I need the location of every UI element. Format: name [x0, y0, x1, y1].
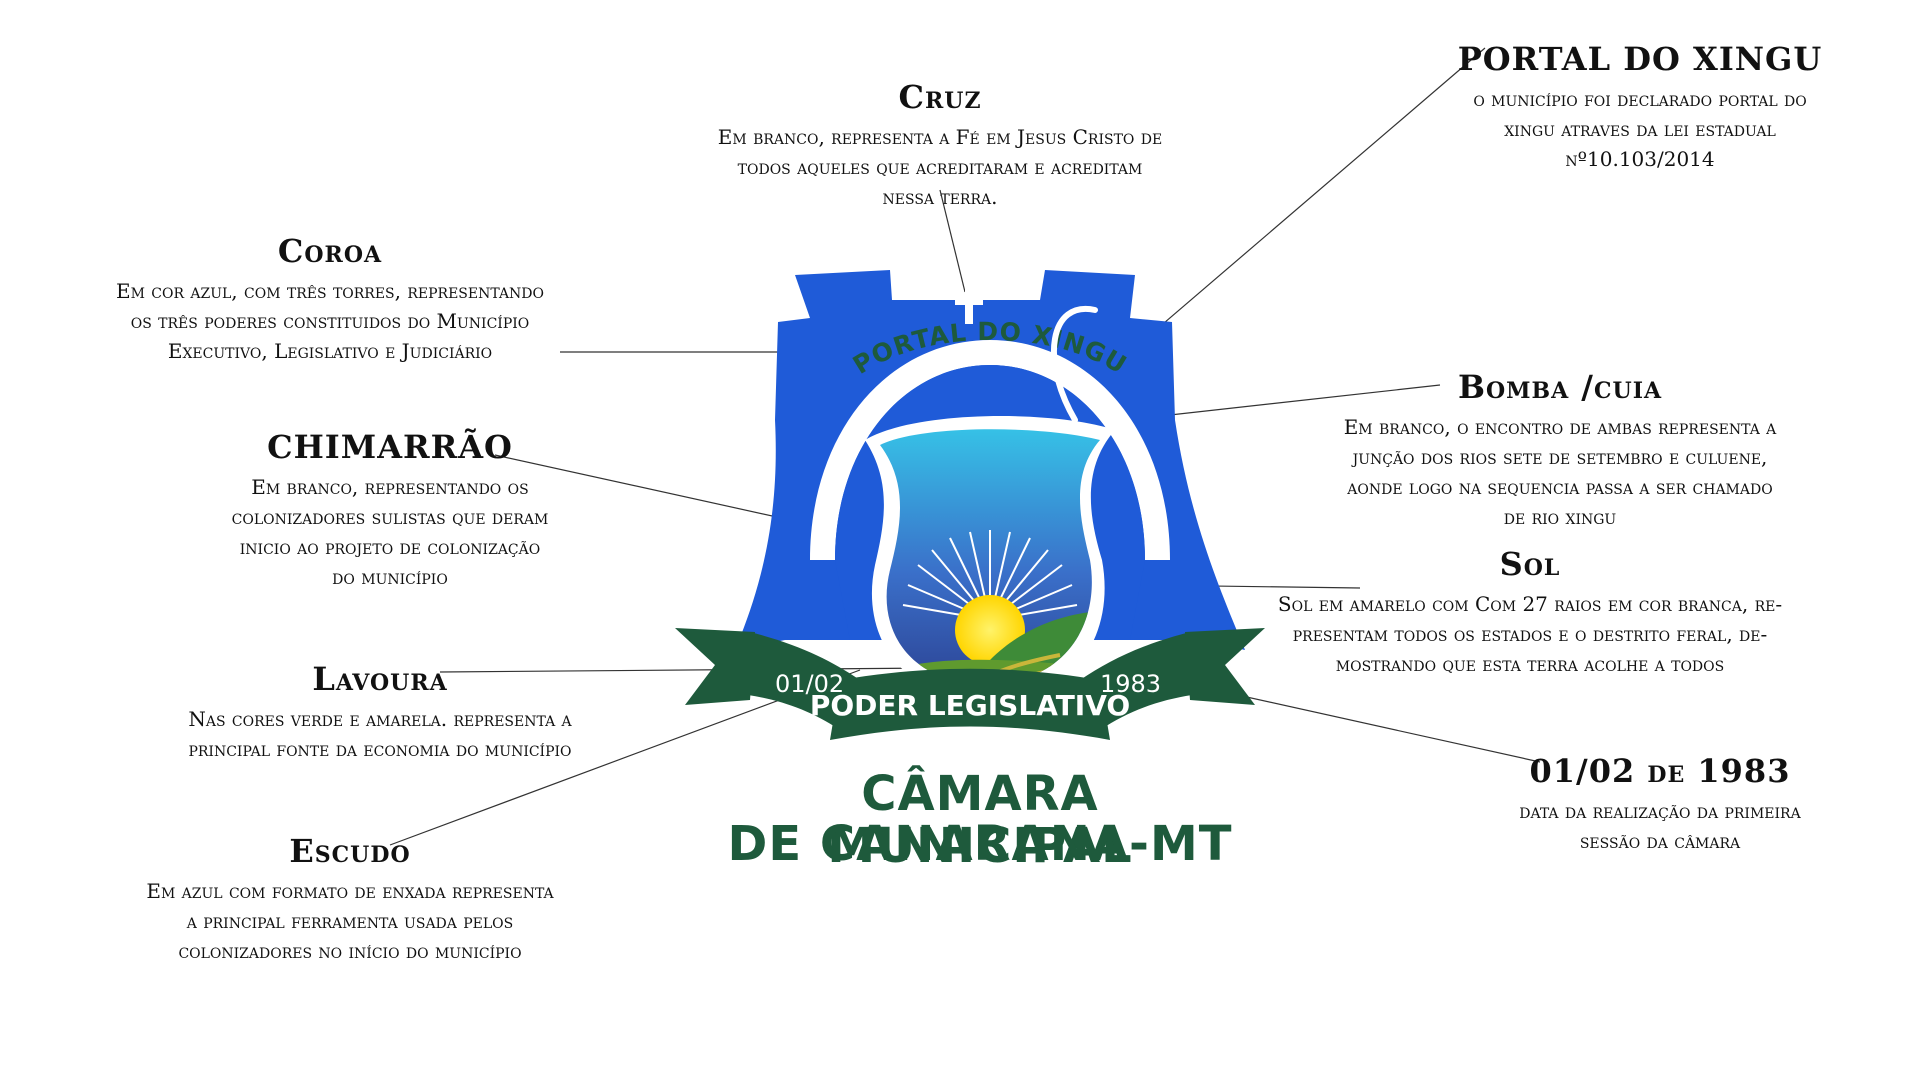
bomba-straw: [1051, 305, 1098, 423]
camara-emblem: PORTAL DO XINGU: [675, 270, 1265, 740]
label-data-line: sessão da câmara: [1579, 829, 1741, 853]
label-bomba-line: de rio xingu: [1503, 505, 1617, 529]
label-chimarrao-line: do município: [332, 565, 448, 589]
label-coroa-line: Em cor azul, com três torres, representa…: [115, 279, 545, 303]
label-cruz: Cruz Em branco, representa a Fé em Jesus…: [595, 78, 1285, 212]
label-sol-title: Sol: [1499, 545, 1561, 583]
label-chimarrao-line: inicio ao projeto de colonização: [239, 535, 541, 559]
label-escudo: Escudo Em azul com formato de enxada rep…: [30, 832, 670, 966]
leader-cruz: [939, 189, 966, 293]
arch-band: [810, 340, 1170, 560]
caption-line-2: DE CANARANA-MT: [727, 816, 1233, 872]
leader-lavoura: [439, 667, 936, 673]
label-escudo-line: Em azul com formato de enxada representa: [146, 879, 554, 903]
banner-left-text: 01/02: [775, 670, 844, 698]
banner-left-tail: [675, 628, 755, 705]
label-lavoura-title: Lavoura: [312, 660, 448, 698]
label-data: 01/02 de 1983 data da realização da prim…: [1410, 752, 1910, 856]
label-sol-line: Sol em amarelo com Com 27 raios em cor b…: [1277, 592, 1783, 616]
label-chimarrao: CHIMARRÃO Em branco, representando os co…: [130, 428, 650, 592]
label-sol: Sol Sol em amarelo com Com 27 raios em c…: [1165, 545, 1895, 679]
label-coroa: Coroa Em cor azul, com três torres, repr…: [10, 232, 650, 366]
label-chimarrao-line: colonizadores sulistas que deram: [231, 505, 549, 529]
cross-icon: [955, 288, 983, 324]
label-bomba: Bomba /cuia Em branco, o encontro de amb…: [1230, 368, 1890, 532]
label-bomba-title: Bomba /cuia: [1457, 368, 1663, 406]
label-escudo-title: Escudo: [289, 832, 411, 870]
label-bomba-line: Em branco, o encontro de ambas represent…: [1343, 415, 1777, 439]
label-data-line: data da realização da primeira: [1519, 799, 1801, 823]
label-portal: PORTAL DO XINGU o município foi declarad…: [1380, 40, 1900, 174]
banner-main: [830, 668, 1110, 740]
label-escudo-line: a principal ferramenta usada pelos: [186, 909, 514, 933]
label-portal-line: nº10.103/2014: [1565, 147, 1715, 171]
label-sol-line: presentam todos os estados e o destrito …: [1292, 622, 1768, 646]
label-cruz-line: todos aqueles que acreditaram e acredita…: [737, 155, 1143, 179]
label-cruz-line: nessa terra.: [882, 185, 998, 209]
banner-right-tail: [1185, 628, 1265, 705]
label-chimarrao-title: CHIMARRÃO: [267, 428, 513, 466]
label-bomba-line: junção dos rios sete de setembro e culue…: [1352, 445, 1768, 469]
banner-main-text: PODER LEGISLATIVO: [810, 689, 1130, 722]
caption-line-1: CÂMARA MUNICIPAL: [827, 766, 1133, 874]
label-lavoura-line: Nas cores verde e amarela. representa a: [188, 707, 572, 731]
banner-left-wing: [748, 632, 860, 730]
label-escudo-line: colonizadores no início do município: [178, 939, 522, 963]
label-portal-line: o município foi declarado portal do: [1473, 87, 1807, 111]
label-coroa-line: os três poderes constituidos do Municípi…: [130, 309, 530, 333]
label-portal-line: xingu atraves da lei estadual: [1504, 117, 1776, 141]
label-cruz-line: Em branco, representa a Fé em Jesus Cris…: [717, 125, 1163, 149]
label-coroa-line: Executivo, Legislativo e Judiciário: [167, 339, 493, 363]
label-lavoura: Lavoura Nas cores verde e amarela. repre…: [70, 660, 690, 764]
label-data-title: 01/02 de 1983: [1529, 752, 1791, 790]
label-cruz-title: Cruz: [898, 78, 982, 116]
label-coroa-title: Coroa: [277, 232, 383, 270]
label-lavoura-line: principal fonte da economia do município: [188, 737, 572, 761]
label-portal-title: PORTAL DO XINGU: [1457, 40, 1823, 78]
banner-right-text: 1983: [1100, 670, 1161, 698]
banner-right-wing: [1080, 632, 1192, 730]
label-chimarrao-line: Em branco, representando os: [251, 475, 529, 499]
label-sol-line: mostrando que esta terra acolhe a todos: [1335, 652, 1725, 676]
label-bomba-line: aonde logo na sequencia passa a ser cham…: [1347, 475, 1773, 499]
